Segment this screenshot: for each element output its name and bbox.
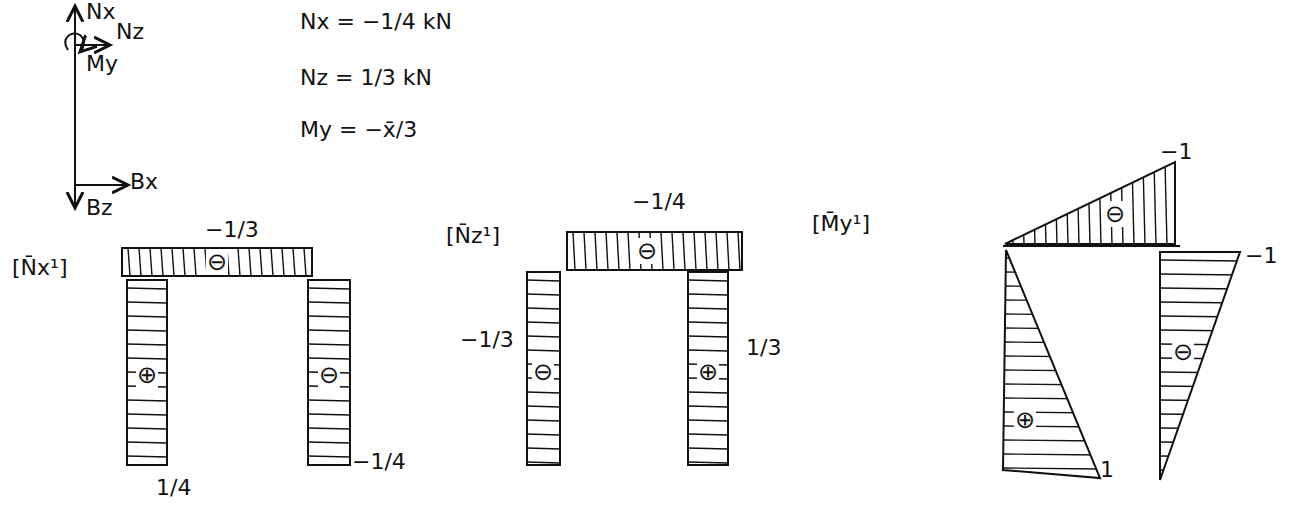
band-outline: [1158, 252, 1243, 482]
axis-label: Bx: [130, 170, 158, 194]
axis-label: Nz: [116, 20, 144, 44]
value-label: 1: [1100, 458, 1114, 482]
force-band: ⊕: [688, 272, 728, 465]
value-label: −1: [1160, 140, 1192, 164]
value-label: 1/4: [156, 476, 191, 500]
value-label: −1: [1245, 244, 1277, 268]
value-label: −1/4: [632, 190, 686, 214]
equation: Nz = 1/3 kN: [300, 66, 432, 90]
diagram-title: [N̄z¹]: [446, 224, 500, 248]
sign-symbol: ⊕: [136, 362, 158, 388]
force-band: ⊕: [127, 280, 167, 465]
sign-symbol: ⊖: [318, 362, 340, 388]
force-band: ⊖: [308, 280, 350, 465]
sign-symbol: ⊖: [636, 238, 658, 264]
value-label: 1/3: [746, 336, 781, 360]
sign-symbol: ⊕: [697, 359, 719, 385]
sign-symbol: ⊖: [1104, 201, 1126, 227]
equation: My = −x̄/3: [300, 118, 417, 142]
force-band: ⊖: [527, 272, 560, 465]
equation: Nx = −1/4 kN: [300, 10, 452, 34]
sign-symbol: ⊖: [1172, 339, 1194, 365]
value-label: −1/4: [352, 450, 406, 474]
diagram-title: [N̄x¹]: [12, 256, 67, 280]
axis-label: My: [86, 52, 118, 76]
moment-triangle: ⊕: [1003, 250, 1103, 480]
moment-triangle: ⊖: [1158, 252, 1243, 482]
sign-symbol: ⊖: [532, 359, 554, 385]
band-outline: [1003, 250, 1103, 480]
value-label: −1/3: [205, 218, 259, 242]
value-label: −1/3: [460, 328, 514, 352]
sign-symbol: ⊕: [1014, 407, 1036, 433]
band-outline: [1005, 162, 1177, 245]
axis-label: Bz: [86, 196, 113, 220]
sign-symbol: ⊖: [206, 249, 228, 275]
axis-label: Nx: [86, 0, 115, 24]
diagram-title: [M̄y¹]: [812, 212, 870, 236]
force-band: ⊖: [122, 248, 312, 276]
force-band: ⊖: [567, 232, 742, 270]
moment-triangle: ⊖: [1005, 162, 1177, 245]
